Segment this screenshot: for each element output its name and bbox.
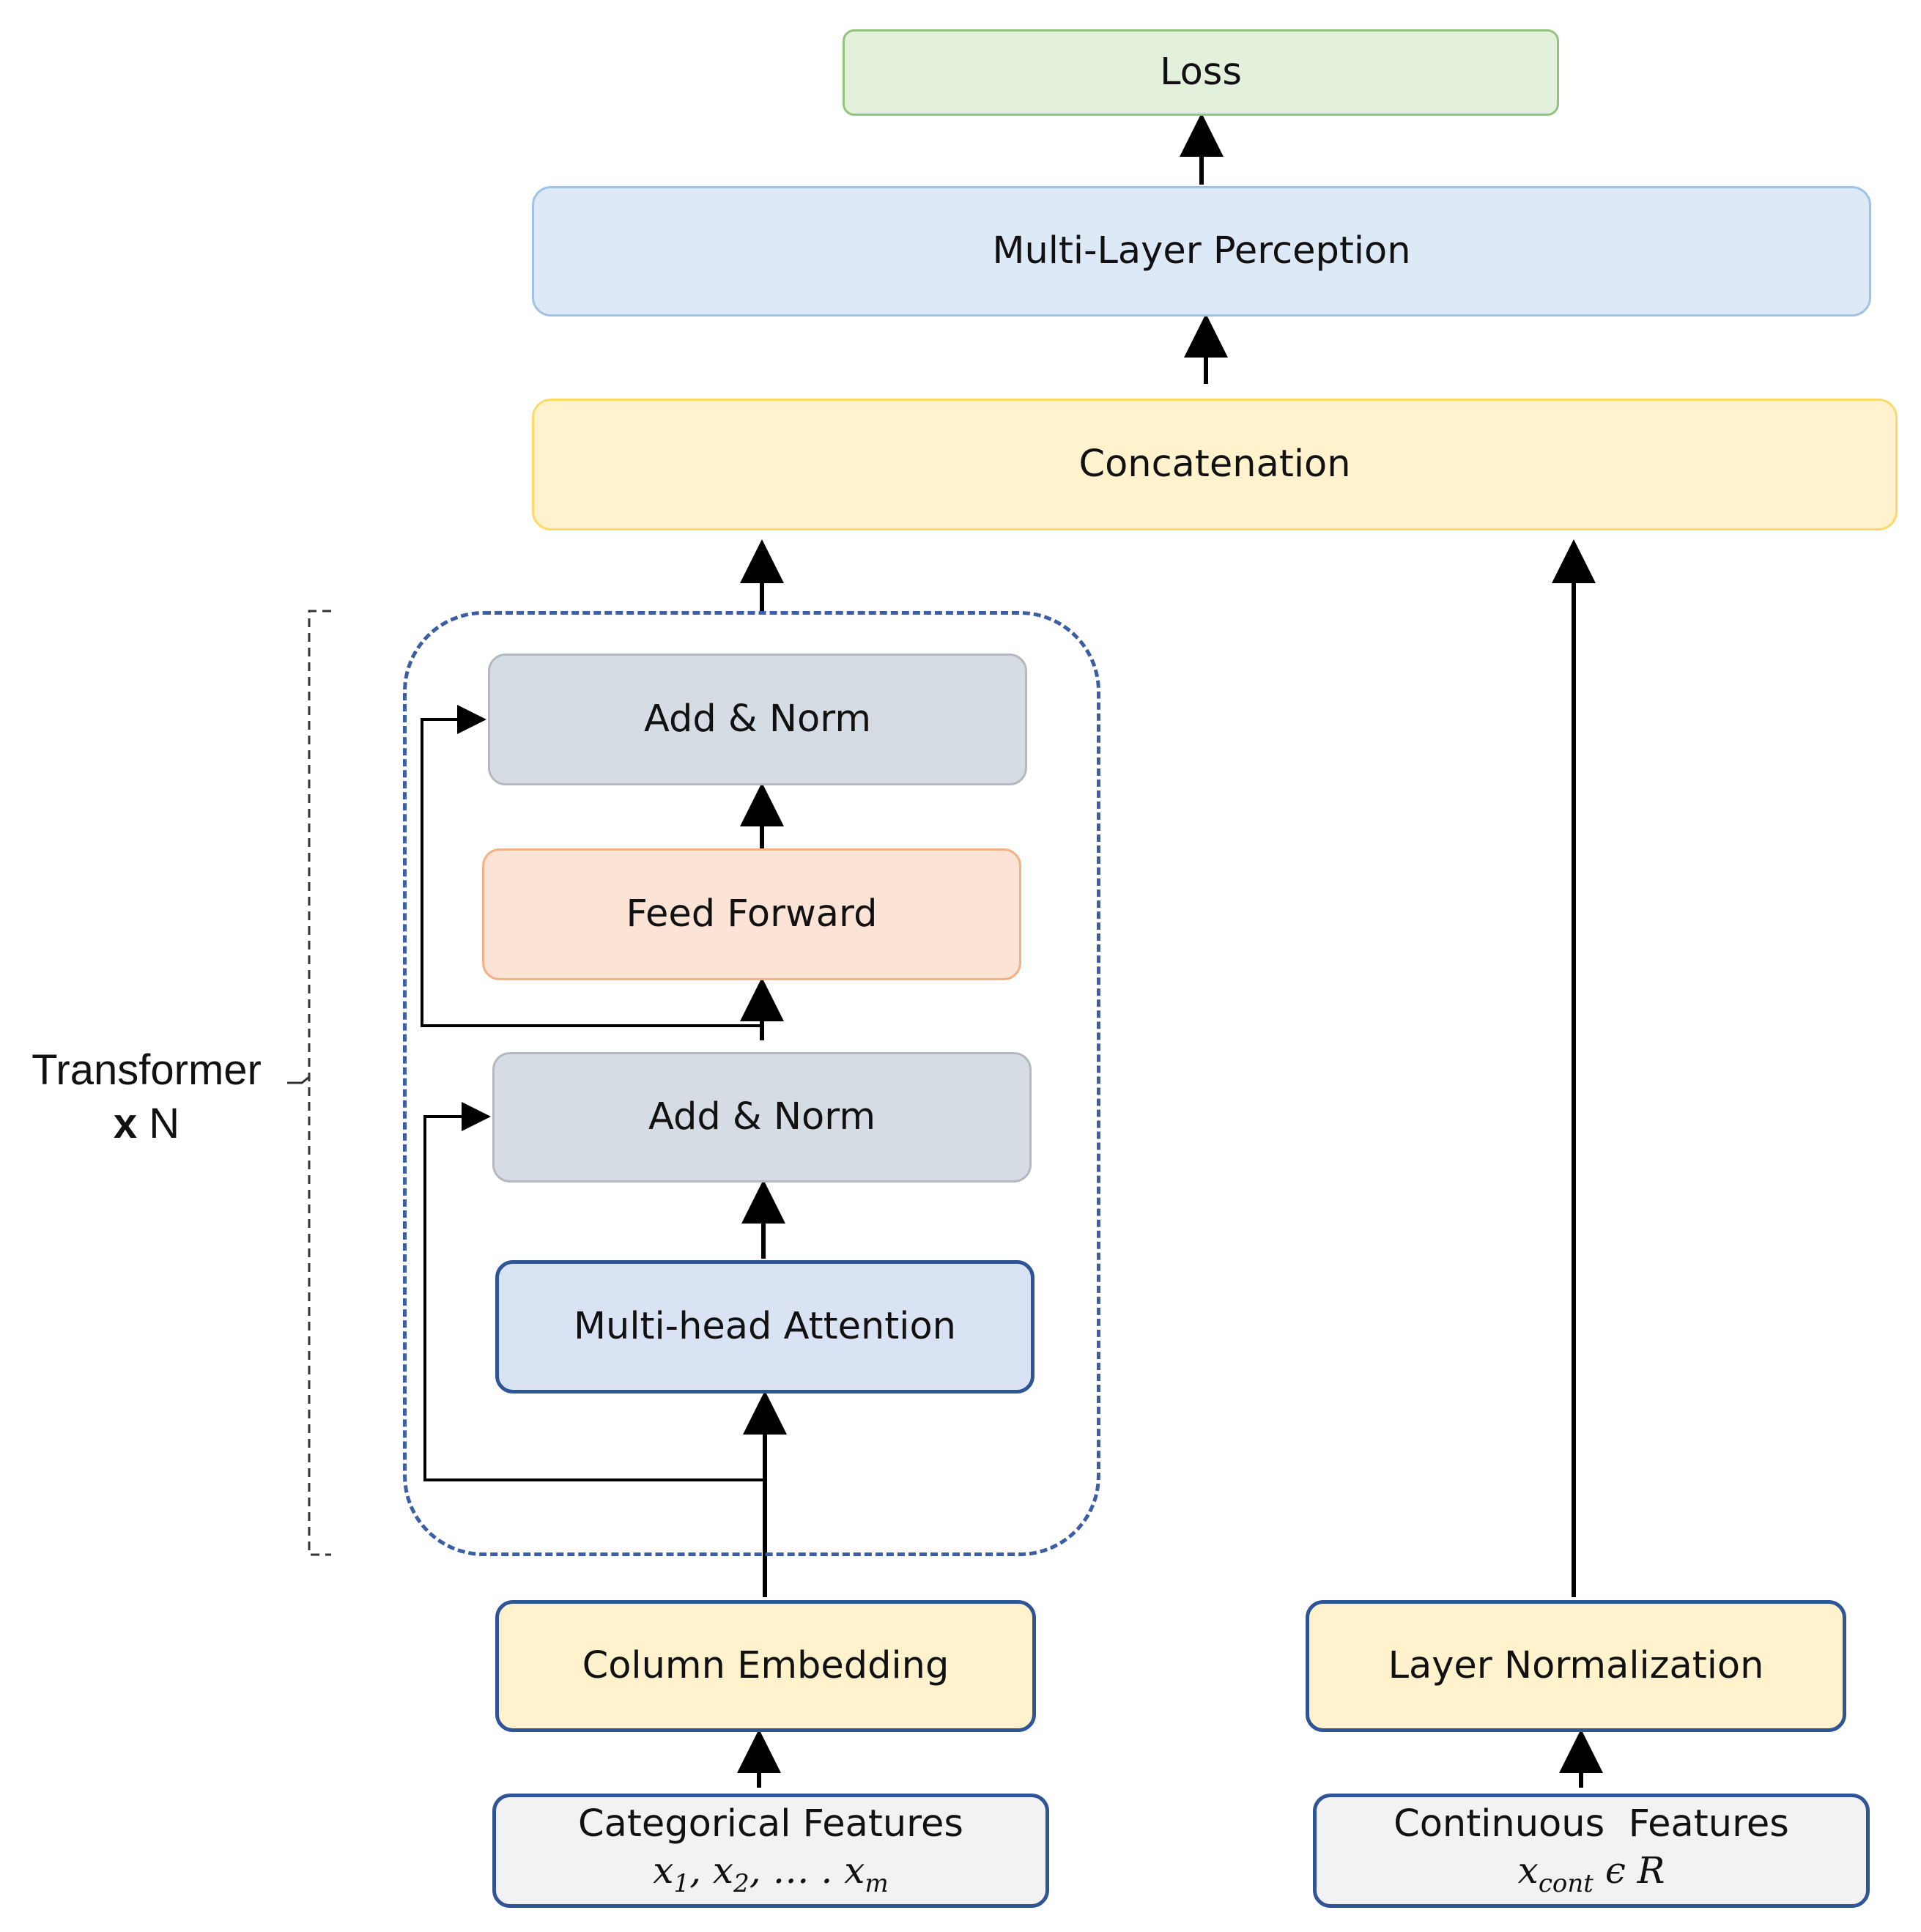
loss-label: Loss [1160,50,1242,94]
multi-head-attention-node: Multi-head Attention [495,1260,1034,1394]
categorical-features-formula: x1, x2, … . xm [653,1849,889,1899]
transformer-bracket [308,610,331,1556]
column-embedding-label: Column Embedding [582,1643,950,1687]
transformer-block-group [403,611,1100,1556]
categorical-features-node: Categorical Features x1, x2, … . xm [492,1794,1049,1908]
repeat-prefix: x [113,1099,138,1147]
multi-head-attention-label: Multi-head Attention [574,1304,956,1348]
add-norm-top-label: Add & Norm [643,697,872,741]
transformer-bracket-tick [287,1076,310,1084]
add-norm-bottom-node: Add & Norm [492,1052,1032,1182]
skip-to-addnorm-bottom [423,1102,765,1481]
loss-node: Loss [843,29,1559,116]
categorical-features-title: Categorical Features [578,1802,963,1846]
add-norm-top-node: Add & Norm [488,654,1027,785]
transformer-name: Transformer [32,1046,262,1094]
mlp-label: Multi-Layer Perception [992,229,1411,273]
continuous-features-node: Continuous Features xcont ϵ R [1313,1794,1870,1908]
transformer-repeat-label: Transformer x N [22,1044,271,1150]
feed-forward-node: Feed Forward [482,848,1021,980]
feed-forward-label: Feed Forward [626,892,878,936]
layer-normalization-node: Layer Normalization [1306,1600,1846,1732]
continuous-features-formula: xcont ϵ R [1517,1849,1665,1899]
column-embedding-node: Column Embedding [495,1600,1036,1732]
repeat-count: N [149,1099,180,1147]
skip-to-addnorm-top [421,705,762,1027]
mlp-node: Multi-Layer Perception [532,186,1871,317]
concatenation-node: Concatenation [532,399,1898,530]
continuous-features-title: Continuous Features [1393,1802,1789,1846]
concatenation-label: Concatenation [1078,442,1351,486]
transformer-repeat: x N [22,1098,271,1151]
layer-normalization-label: Layer Normalization [1388,1643,1764,1687]
add-norm-bottom-label: Add & Norm [648,1095,876,1139]
